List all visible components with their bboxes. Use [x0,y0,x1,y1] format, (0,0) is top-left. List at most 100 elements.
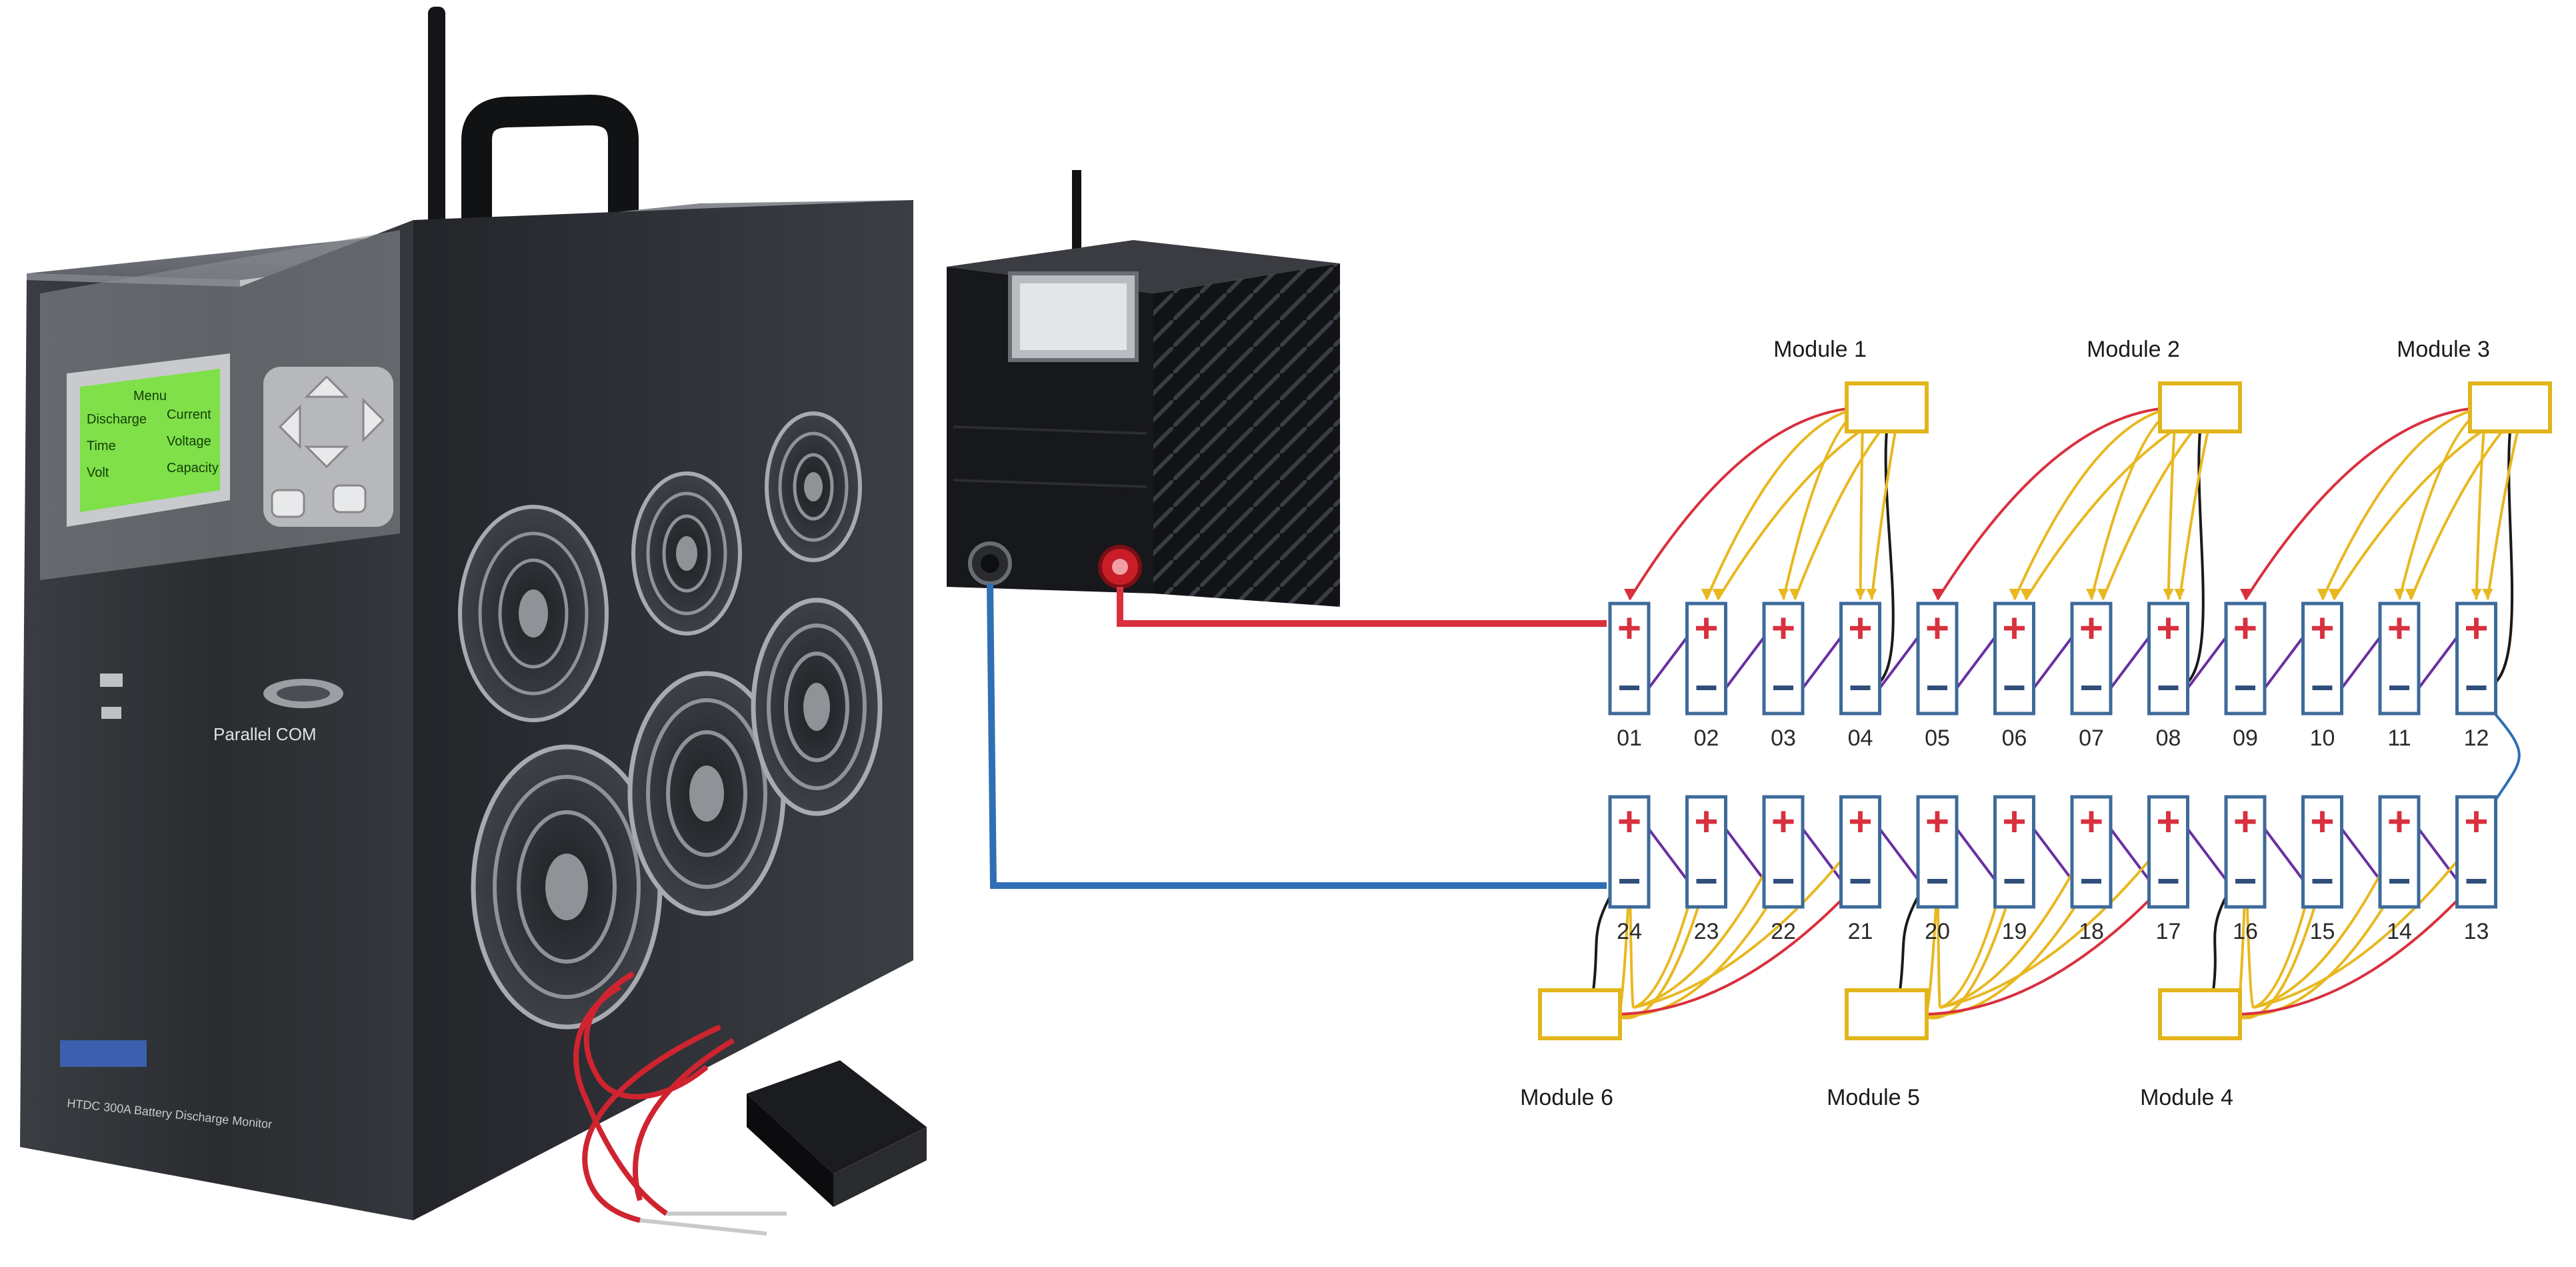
secondary-discharge-unit [947,170,1340,607]
plus-icon: + [2387,605,2411,652]
sense-wire [1613,880,1708,1020]
cell-outline [1762,601,1805,716]
screen-label: Volt [87,465,109,480]
minus-icon [2235,686,2255,690]
sense-wire [2178,407,2215,600]
arrow-down-icon[interactable] [304,445,349,469]
cell-number: 12 [2464,726,2489,751]
cell-number: 04 [1848,726,1873,751]
series-link [2336,822,2387,888]
monitor-module: Module 4 [2140,988,2242,1110]
minus-icon [2466,686,2487,690]
module-label: Module 4 [2140,1085,2233,1110]
battery-cell: +18 [2070,795,2113,944]
series-link [2259,822,2310,888]
minus-icon [1850,879,1871,884]
sense-wire [1872,431,1895,688]
battery-cell: +01 [1608,601,1651,751]
cell-number: 18 [2079,919,2104,944]
series-link [1797,629,1848,695]
arrow-left-icon[interactable] [278,404,301,449]
sense-wire [1705,406,1864,600]
cell-outline [2455,601,2497,716]
plus-icon: + [1771,605,1795,652]
arrowhead-icon [2163,589,2174,599]
battery-cell: +23 [1685,795,1727,944]
sense-module-box [747,1060,927,1174]
arrowhead-icon [1701,589,1712,599]
module-label: Module 3 [2397,337,2490,362]
battery-cell: +04 [1839,601,1881,751]
battery-string: +01+02+03+04+05+06+07+08+09+10+11+12+24+… [1608,601,2497,944]
sense-wire [1936,406,2177,601]
cell-outline [2301,795,2343,909]
cell-number: 15 [2310,919,2335,944]
battery-cell: +13 [2455,795,2497,944]
battery-cell: +02 [1685,601,1727,751]
monitor-module: Module 5 [1827,988,1929,1110]
monitor-module: Module 3 [2397,337,2552,433]
series-link [1874,629,1925,695]
battery-cell: +22 [1762,795,1805,944]
minus-icon [2312,879,2333,884]
plus-icon: + [2079,605,2103,652]
minus-icon [2081,879,2101,884]
sense-wire [1628,406,1864,601]
minus-icon [2389,686,2409,690]
minus-icon [1850,686,1871,690]
plus-icon: + [1694,605,1718,652]
series-link [2413,629,2464,695]
cell-number: 07 [2079,726,2104,751]
plus-icon: + [2310,799,2334,845]
arrow-up-icon[interactable] [304,375,349,398]
cell-outline [1685,795,1727,909]
cell-outline [1608,795,1651,909]
plus-icon: + [2233,799,2257,845]
battery-cell: +14 [2378,795,2421,944]
series-link [2259,629,2310,695]
screen-label: Current [167,407,211,422]
module-box [1845,988,1929,1040]
cell-number: 24 [1617,919,1642,944]
series-link [1643,822,1694,888]
monitor-module: Module 2 [2087,337,2242,433]
screen-label: Capacity [167,461,219,475]
sense-wire [1613,879,1861,1016]
sense-wire [2321,406,2487,600]
arrow-right-icon[interactable] [362,397,385,443]
arrowhead-icon [1932,589,1943,599]
cell-outline [2147,795,2189,909]
minus-icon [2158,879,2179,884]
fan-icon [765,411,862,562]
module-box [2158,381,2242,433]
cooling-fans [458,411,883,1030]
plus-icon: + [2233,605,2257,652]
enter-button[interactable] [332,484,367,513]
minus-icon [2004,879,2025,884]
cell-number: 06 [2002,726,2027,751]
cell-outline [1916,601,1959,716]
plus-icon: + [2464,799,2488,845]
module-label: Module 6 [1520,1085,1613,1110]
esc-button[interactable] [271,489,305,518]
control-keypad[interactable] [263,367,393,527]
sense-wire [2475,407,2488,600]
arrowhead-icon [1712,589,1723,599]
battery-cell: +16 [2224,795,2267,944]
plus-icon: + [1694,799,1718,845]
cell-number: 10 [2310,726,2335,751]
arrowhead-icon [2240,589,2251,599]
arrowhead-icon [2405,589,2416,599]
negative-cable [987,583,1607,889]
cell-outline [1993,795,2035,909]
minus-icon [2235,879,2255,884]
cell-number: 22 [1771,919,1796,944]
lcd-screen: Menu Discharge Current Time Voltage Volt… [67,353,230,527]
sense-wire [1919,879,2093,1017]
plus-icon: + [1925,605,1949,652]
string-link [2487,706,2521,812]
plus-icon: + [1925,799,1949,845]
arrowhead-icon [2086,589,2097,599]
fan-icon [458,505,609,722]
minus-icon [1927,879,1947,884]
